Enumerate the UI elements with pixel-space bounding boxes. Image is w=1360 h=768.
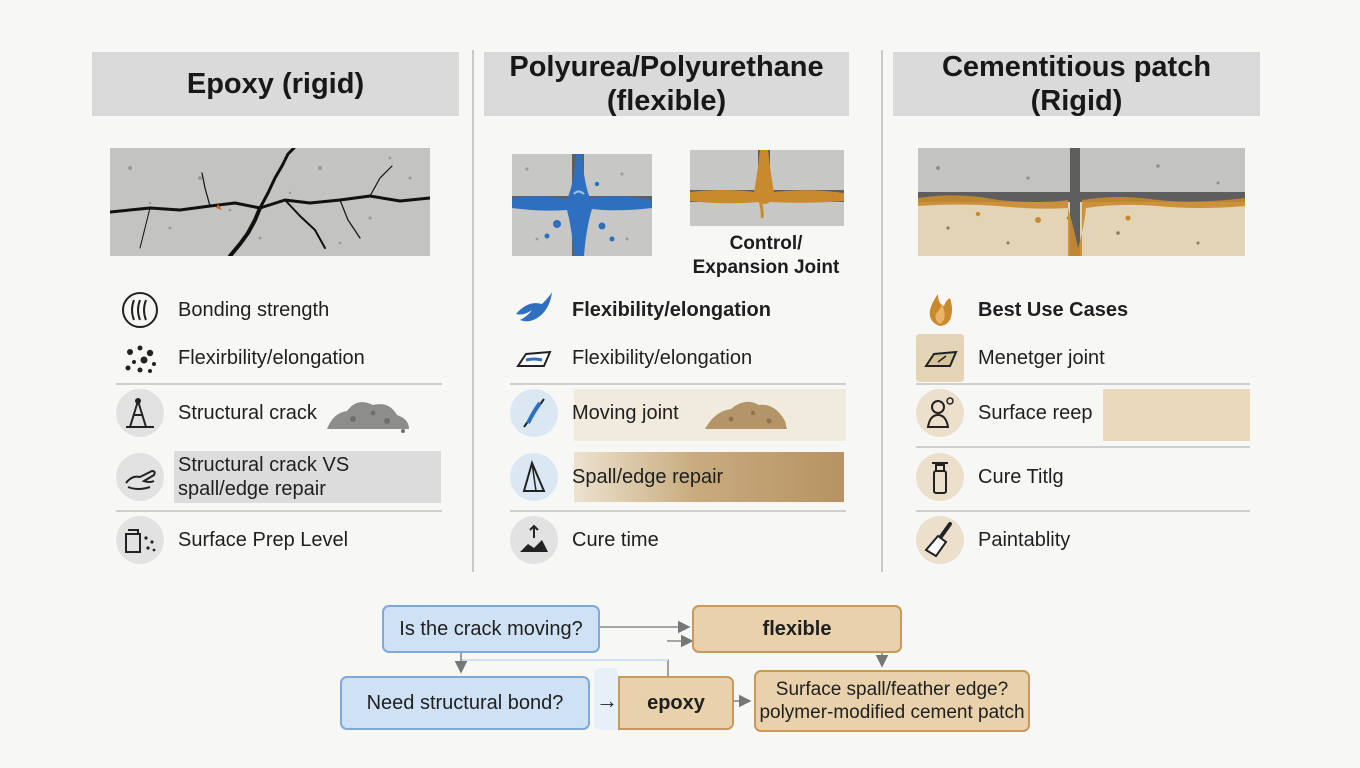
surface-spall-question-line1: Surface spall/feather edge?	[775, 679, 1009, 700]
epoxy-row-label: Structural crack	[178, 401, 317, 424]
polyurea-row-flexibility: Flexibility/elongation	[510, 288, 771, 332]
column-divider-2	[881, 50, 883, 572]
cementitious-row-best-use: Best Use Cases	[916, 288, 1128, 332]
patch-slab-icon	[916, 334, 964, 382]
person-icon	[916, 389, 964, 437]
epoxy-crack-image	[110, 148, 430, 256]
cure-icon	[510, 516, 558, 564]
epoxy-row-label-line1: Structural crack VS	[178, 454, 350, 476]
cementitious-column-title: Cementitious patch (Rigid)	[893, 51, 1260, 117]
polyurea-row-label: Flexibility/elongation	[572, 298, 771, 321]
epoxy-row-flexibility: Flexirbility/elongation	[116, 336, 365, 380]
polyurea-row-label: Flexibility/elongation	[572, 346, 753, 369]
epoxy-row-label: Flexirbility/elongation	[178, 346, 365, 369]
cementitious-row-cure: Cure Titlg	[916, 453, 1064, 501]
flexible-outcome[interactable]: flexible	[692, 605, 902, 653]
epoxy-row-label: Surface Prep Level	[178, 528, 349, 551]
cementitious-separator-2	[916, 446, 1250, 448]
epoxy-row-surface-prep: Surface Prep Level	[116, 516, 349, 564]
polyurea-row-label: Moving joint	[572, 401, 679, 424]
polyurea-row-label: Cure time	[572, 528, 659, 551]
epoxy-separator-2	[116, 510, 442, 512]
crack-moving-question[interactable]: Is the crack moving?	[382, 605, 600, 653]
polyurea-joint-image	[512, 154, 652, 256]
polyurea-title-line1: Polyurea/Polyurethane	[509, 51, 824, 83]
hand-icon	[116, 453, 164, 501]
epoxy-row-label-line2: spall/edge repair	[178, 478, 326, 500]
epoxy-column-title: Epoxy (rigid)	[92, 52, 459, 116]
structural-bond-question[interactable]: Need structural bond?	[340, 676, 590, 730]
cementitious-row-joint: Menetger joint	[916, 334, 1105, 382]
surface-spall-question[interactable]: Surface spall/feather edge? polymer-modi…	[754, 670, 1030, 732]
bond-waves-icon	[116, 286, 164, 334]
crack-moving-question-text: Is the crack moving?	[399, 618, 583, 640]
cementitious-patch-image	[918, 148, 1245, 256]
epoxy-row-bonding: Bonding strength	[116, 288, 329, 332]
epoxy-separator-1	[116, 383, 442, 385]
polyurea-separator-2	[510, 510, 846, 512]
cementitious-separator-1	[916, 383, 1250, 385]
epoxy-row-label: Bonding strength	[178, 298, 330, 321]
epoxy-outcome-arrow: →	[596, 676, 618, 726]
surface-prep-icon	[116, 516, 164, 564]
cementitious-row-label: Paintablity	[978, 528, 1071, 551]
arrow-glyph: →	[596, 688, 618, 713]
cementitious-row-label: Best Use Cases	[978, 298, 1129, 321]
slab-icon	[510, 334, 558, 382]
polyurea-separator-1	[510, 383, 846, 385]
cementitious-surface-band	[1103, 389, 1250, 441]
cementitious-separator-3	[916, 510, 1250, 512]
polyurea-spall-band	[574, 452, 844, 502]
bottle-icon	[916, 453, 964, 501]
flexible-outcome-text: flexible	[762, 618, 832, 640]
polyurea-title-line2: (flexible)	[606, 85, 727, 117]
structural-bond-question-text: Need structural bond?	[366, 692, 564, 714]
brush-icon	[916, 516, 964, 564]
epoxy-outcome-text: epoxy	[647, 692, 705, 714]
polyurea-column-title: Polyurea/Polyurethane (flexible)	[484, 51, 849, 117]
spall-icon	[510, 453, 558, 501]
epoxy-outcome[interactable]: epoxy	[618, 676, 734, 730]
cementitious-title-line2: (Rigid)	[1030, 85, 1123, 117]
column-divider-1	[472, 50, 474, 572]
epoxy-highlight-band	[174, 451, 441, 503]
polyurea-moving-band	[574, 389, 846, 441]
polyurea-row-cure: Cure time	[510, 516, 659, 564]
surface-spall-question-line2: polymer-modified cement patch	[759, 702, 1025, 723]
epoxy-row-structural: Structural crack	[116, 389, 413, 437]
cementitious-row-surface: Surface reep	[916, 389, 1093, 437]
cementitious-row-label: Menetger joint	[978, 346, 1105, 369]
polyurea-row-spall: Spall/edge repair	[510, 453, 724, 501]
polyurea-row-flexibility-2: Flexibility/elongation	[510, 336, 752, 380]
cementitious-row-label: Cure Titlg	[978, 465, 1064, 488]
dots-icon	[116, 334, 164, 382]
sand-pile-icon	[704, 401, 787, 429]
polyurethane-joint-image	[690, 150, 844, 226]
leaf-splash-icon	[510, 286, 558, 334]
epoxy-title-text: Epoxy (rigid)	[186, 68, 365, 100]
cementitious-row-label: Surface reep	[978, 401, 1093, 424]
rubble-pile-icon	[326, 402, 409, 433]
flame-icon	[916, 286, 964, 334]
control-expansion-joint-label: Control/ Expansion Joint	[676, 232, 856, 280]
epoxy-row-structural-vs: Structural crack VS spall/edge repair	[116, 453, 349, 501]
cementitious-row-paint: Paintablity	[916, 516, 1071, 564]
moving-joint-icon	[510, 389, 558, 437]
polyurea-row-moving-joint: Moving joint	[510, 389, 791, 437]
joint-label-line1: Control/	[729, 233, 803, 254]
epoxy-row-label-multiline: Structural crack VS spall/edge repair	[178, 453, 349, 501]
crack-tool-icon	[116, 389, 164, 437]
joint-label-line2: Expansion Joint	[692, 257, 840, 278]
flowchart-connector-band	[594, 668, 618, 730]
polyurea-row-label: Spall/edge repair	[572, 465, 724, 488]
cementitious-title-line1: Cementitious patch	[941, 51, 1212, 83]
